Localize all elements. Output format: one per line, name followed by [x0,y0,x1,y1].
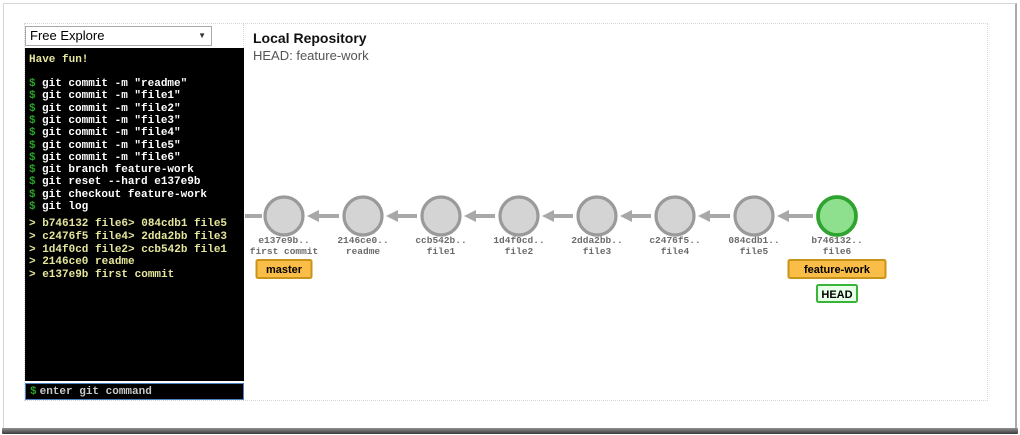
commit-hash-label: ccb542b.. [415,235,466,246]
commit-message-label: readme [346,246,381,257]
terminal-command-line: $git log [29,201,89,214]
terminal-command-line: $git commit -m "file1" [29,90,181,103]
arrow-head [777,210,789,222]
terminal-log-line: > e137e9b first commit [29,268,175,281]
terminal-command-line: $git checkout feature-work [29,188,208,201]
commit-graph: e137e9b..first commit 2146ce0..readme ccb5… [245,195,887,303]
commit-hash-label: c2476f5.. [649,235,700,246]
prompt-symbol: $ [29,90,36,103]
commit-message-label: file2 [505,246,534,257]
terminal-log-output: > b746132 file6> 084cdb1 file5> c2476f5 … [29,218,242,281]
commit-node [498,195,540,237]
prompt-symbol: $ [29,114,36,127]
git-command-input[interactable] [36,385,243,398]
commit-hash-label: 2146ce0.. [337,235,388,246]
repository-header: Local Repository HEAD: feature-work [253,29,369,64]
commit-node [816,195,858,237]
repository-title: Local Repository [253,30,367,46]
terminal-log-line: > b746132 file6> 084cdb1 file5 [29,218,228,231]
commit-node [342,195,384,237]
commit-node [733,195,775,237]
prompt-symbol: $ [29,176,36,189]
app-content: Free Explore ▼ Have fun! $git commit -m … [24,23,988,401]
arrow-head [464,210,476,222]
prompt-symbol: $ [29,127,36,140]
prompt-symbol: $ [29,139,36,152]
terminal-log-line: > 1d4f0cd file2> ccb542b file1 [29,243,228,256]
arrow-head [307,210,319,222]
commit-hash-label: 084cdb1.. [728,235,779,246]
commit-hash-label: b746132.. [811,235,862,246]
terminal-command-line: $git commit -m "file6" [29,151,181,164]
prompt-symbol: $ [29,188,36,201]
head-status: HEAD: feature-work [253,48,369,63]
commit-node [654,195,696,237]
prompt-symbol: $ [29,151,36,164]
terminal-command-history: $git commit -m "readme"$git commit -m "f… [29,78,242,213]
commit-hash-label: 1d4f0cd.. [493,235,544,246]
branch-tag-label: master [266,264,303,276]
terminal-command-line: $git commit -m "file5" [29,139,181,152]
commit-message-label: file6 [823,246,852,257]
commit-message-label: file4 [661,246,690,257]
mode-select[interactable]: Free Explore [25,26,212,46]
terminal-command-line: $git commit -m "file4" [29,127,181,140]
head-tag [816,284,858,303]
git-command-input-box[interactable]: $ [25,383,244,400]
terminal-command-line: $git commit -m "readme" [29,78,188,91]
commit-hash-label: e137e9b.. [258,235,309,246]
terminal-welcome: Have fun! [29,53,89,66]
commit-node [420,195,462,237]
commit-message-label: file1 [427,246,456,257]
prompt-symbol: $ [29,201,36,214]
arrow-head [620,210,632,222]
window-bottom-edge [2,428,1018,434]
terminal-command-line: $git reset --hard e137e9b [29,176,201,189]
prompt-symbol: $ [29,164,36,177]
mode-select-wrap: Free Explore ▼ [25,26,212,46]
arrow-head [698,210,710,222]
prompt-symbol: $ [30,385,37,398]
terminal-command-line: $git branch feature-work [29,164,194,177]
arrow-head [386,210,398,222]
terminal-log-line: > c2476f5 file4> 2dda2bb file3 [29,230,228,243]
commit-node [576,195,618,237]
commit-message-label: file3 [583,246,612,257]
prompt-symbol: $ [29,102,36,115]
terminal-command-line: $git commit -m "file2" [29,102,181,115]
branch-tag-label: feature-work [804,264,871,276]
terminal-command-line: $git commit -m "file3" [29,114,181,127]
commit-hash-label: 2dda2bb.. [571,235,622,246]
terminal-output: Have fun! $git commit -m "readme"$git co… [25,47,244,382]
terminal-panel: Free Explore ▼ Have fun! $git commit -m … [25,24,244,400]
branch-tag [255,259,313,279]
prompt-symbol: $ [29,78,36,91]
commit-message-label: file5 [740,246,769,257]
terminal-log-line: > 2146ce0 readme [29,256,135,269]
head-tag-label: HEAD [821,289,852,301]
branch-tag [787,259,887,279]
commit-node [263,195,305,237]
repository-panel: Local Repository HEAD: feature-work e137… [244,24,987,400]
arrow-head [542,210,554,222]
commit-message-label: first commit [250,246,318,257]
